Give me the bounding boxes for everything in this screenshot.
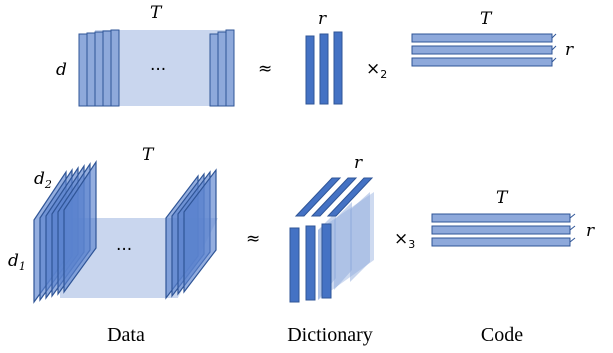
bottom-dictionary [289,177,374,303]
bottom-data-dim1-label: d1 [8,251,26,273]
caption-dictionary: Dictionary [287,324,373,346]
top-code-height-label: r [565,40,574,60]
bottom-code-width-label: T [496,188,509,208]
bottom-mode-product-index: 3 [408,238,415,251]
bottom-data-dim2-sub: 2 [44,178,52,191]
bottom-data-right-slices [165,168,217,300]
bottom-data-dim1-sub: 1 [19,260,26,273]
bottom-data-dim2-base: d [34,169,45,189]
top-data-matrix: ... [78,29,235,107]
caption-data: Data [107,324,145,346]
top-approx-symbol: ≈ [258,59,272,79]
top-code-width-label: T [480,9,493,29]
top-mode-product: ×2 [366,59,387,81]
top-dictionary [305,31,343,105]
bottom-data-left-slices [33,160,97,304]
top-dictionary-label: r [318,9,327,29]
caption-code: Code [481,324,523,346]
top-mode-product-index: 2 [380,68,387,81]
bottom-mode-product: ×3 [394,229,415,251]
bottom-data-dim2-label: d2 [34,169,52,191]
top-mode-product-symbol: × [366,59,380,79]
top-data-width-label: T [150,3,163,23]
bottom-data-width-label: T [142,145,155,165]
bottom-approx-symbol: ≈ [246,229,260,249]
top-data-left-slices [78,29,120,107]
bottom-data-tensor: ... [33,160,218,304]
bottom-data-ellipsis: ... [116,235,132,255]
bottom-data-dim1-base: d [8,251,19,271]
bottom-code [431,213,576,247]
bottom-dictionary-label: r [354,153,363,173]
top-code [411,33,557,67]
top-data-height-label: d [56,60,67,80]
bottom-mode-product-symbol: × [394,229,408,249]
bottom-code-height-label: r [586,221,595,241]
top-data-ellipsis: ... [150,55,166,75]
top-data-right-slices [209,29,235,107]
